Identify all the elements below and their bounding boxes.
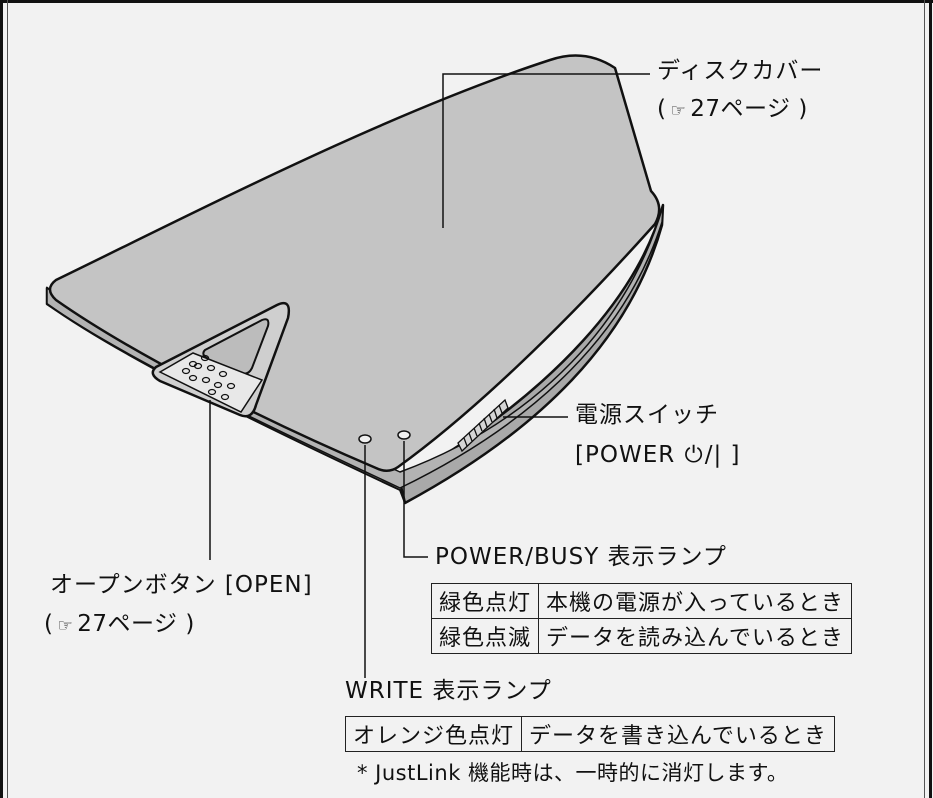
power-symbol-icon: ⏻ [684, 442, 704, 468]
lamp-meaning: データを書き込んでいるとき [521, 716, 835, 752]
power-switch [457, 398, 509, 453]
lamp-meaning: 本機の電源が入っているとき [538, 583, 852, 619]
paren-open: ( [44, 611, 54, 637]
page-ref-text: 27ページ [690, 96, 791, 122]
paren-open: ( [657, 96, 667, 122]
leader-power-busy [403, 441, 428, 558]
power-switch-spec: [POWER ⏻/| ] [575, 444, 741, 467]
open-button-page-ref: (☞27ページ ) [44, 613, 195, 636]
power-spec-close: /| ] [704, 442, 741, 468]
disc-cover-surface [48, 54, 661, 472]
write-lamp-label: WRITE 表示ランプ [345, 678, 552, 704]
pointing-hand-icon: ☞ [670, 101, 687, 121]
write-lamp [358, 434, 372, 444]
page-ref-text: 27ページ [77, 611, 178, 637]
frame-border-top [0, 0, 933, 3]
leader-disc-cover [442, 73, 650, 228]
disc-cover-label: ディスクカバー [657, 58, 824, 84]
power-busy-lamp-label: POWER/BUSY 表示ランプ [435, 544, 727, 570]
frame-border-left-inner [7, 0, 8, 798]
power-busy-lamp [397, 430, 411, 440]
table-row: オレンジ色点灯 データを書き込んでいるとき [344, 716, 835, 752]
open-button-label: オープンボタン [OPEN] [50, 572, 313, 598]
power-busy-lamp-table: 緑色点灯 本機の電源が入っているとき 緑色点滅 データを読み込んでいるとき [430, 583, 852, 654]
power-switch-label: 電源スイッチ [575, 402, 719, 428]
lamp-state: 緑色点滅 [430, 618, 540, 654]
power-spec-open: [POWER [575, 442, 684, 468]
frame-border-right-inner [924, 0, 925, 798]
table-row: 緑色点滅 データを読み込んでいるとき [430, 618, 852, 654]
lamp-state: オレンジ色点灯 [344, 716, 523, 752]
paren-close: ) [798, 96, 808, 122]
lamp-meaning: データを読み込んでいるとき [538, 618, 852, 654]
pointing-hand-icon: ☞ [57, 616, 74, 636]
justlink-footnote: * JustLink 機能時は、一時的に消灯します。 [357, 761, 789, 785]
table-row: 緑色点灯 本機の電源が入っているとき [430, 583, 852, 619]
frame-border-left [0, 0, 3, 798]
paren-close: ) [185, 611, 195, 637]
open-button-grip [158, 352, 264, 413]
lamp-state: 緑色点灯 [430, 583, 540, 619]
open-button-dots [181, 354, 236, 401]
frame-border-right [929, 0, 932, 798]
write-lamp-table: オレンジ色点灯 データを書き込んでいるとき [344, 716, 835, 752]
disc-cover-page-ref: (☞27ページ ) [657, 98, 808, 121]
